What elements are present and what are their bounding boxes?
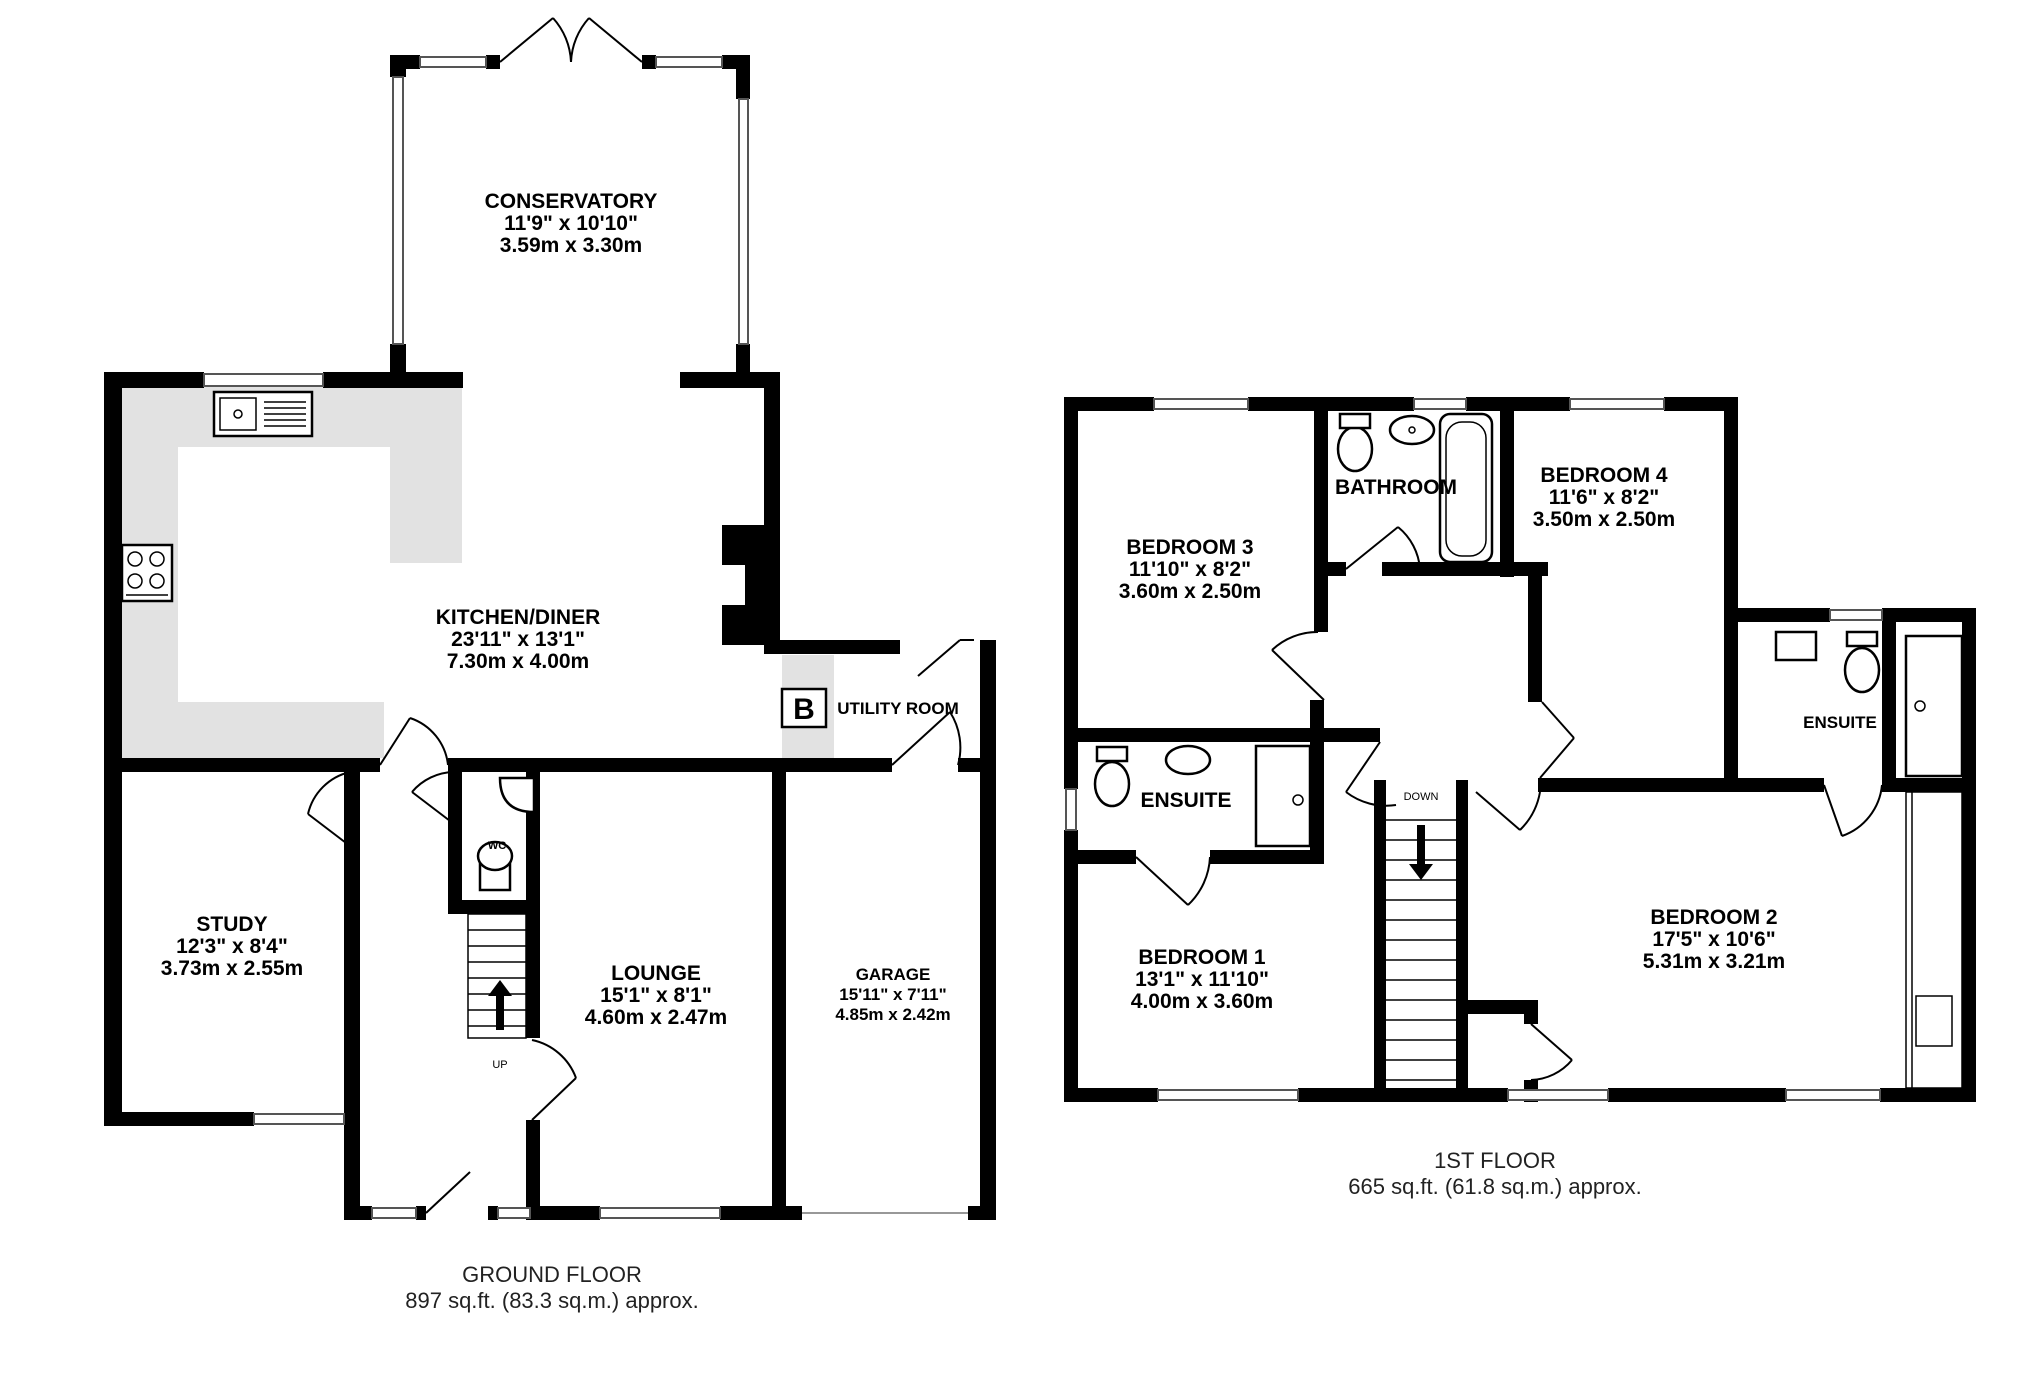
room-label-bathroom: BATHROOM [1335,476,1457,499]
svg-text:15'1" x 8'1": 15'1" x 8'1" [600,984,712,1007]
room-label-kitchen: KITCHEN/DINER 23'11" x 13'1" 7.30m x 4.0… [436,606,601,673]
first-floor-walls [1064,397,1976,1102]
room-label-bedroom3: BEDROOM 3 11'10" x 8'2" 3.60m x 2.50m [1119,536,1261,603]
wardrobe [1905,791,1963,1089]
svg-text:3.73m x 2.55m: 3.73m x 2.55m [161,957,303,980]
ground-floor-area: 897 sq.ft. (83.3 sq.m.) approx. [405,1288,698,1313]
room-label-conservatory: CONSERVATORY 11'9" x 10'10" 3.59m x 3.30… [485,190,658,257]
ensuite-1-fixtures [1093,744,1312,848]
first-floor-caption: 1ST FLOOR 665 sq.ft. (61.8 sq.m.) approx… [1348,1148,1641,1199]
svg-text:BEDROOM 3: BEDROOM 3 [1126,536,1253,559]
first-floor-title: 1ST FLOOR [1434,1148,1556,1173]
svg-text:4.60m x 2.47m: 4.60m x 2.47m [585,1006,727,1029]
basin-icon [498,776,536,814]
room-label-garage: GARAGE 15'11" x 7'11" 4.85m x 2.42m [835,965,950,1024]
basin-icon [1164,744,1212,776]
ground-floor-plan: B UP CONSERVATORY 11'9" x 10'10" 3.59m x… [104,17,996,1313]
basin-icon [1774,630,1818,662]
svg-text:15'11" x 7'11": 15'11" x 7'11" [839,985,946,1004]
svg-text:3.60m x 2.50m: 3.60m x 2.50m [1119,580,1261,603]
svg-text:4.00m x 3.60m: 4.00m x 3.60m [1131,990,1273,1013]
basin-icon [1388,414,1436,446]
svg-text:UTILITY ROOM: UTILITY ROOM [837,699,959,718]
svg-text:BATHROOM: BATHROOM [1335,476,1457,499]
svg-text:GARAGE: GARAGE [856,965,931,984]
ensuite-2-fixtures [1774,630,1964,778]
room-label-bedroom1: BEDROOM 1 13'1" x 11'10" 4.00m x 3.60m [1131,946,1273,1013]
up-arrow-icon [488,980,512,1030]
ground-floor-doors [307,639,974,1214]
toilet-icon [1093,760,1131,808]
toilet-icon [1843,646,1881,694]
boiler-label: B [793,693,815,726]
ground-floor-title: GROUND FLOOR [462,1262,642,1287]
svg-text:KITCHEN/DINER: KITCHEN/DINER [436,606,601,629]
toilet-icon [1336,425,1374,473]
svg-text:5.31m x 3.21m: 5.31m x 3.21m [1643,950,1785,973]
svg-text:BEDROOM 4: BEDROOM 4 [1540,464,1668,487]
conservatory-windows [392,56,749,345]
room-label-bedroom2: BEDROOM 2 17'5" x 10'6" 5.31m x 3.21m [1643,906,1785,973]
room-label-lounge: LOUNGE 15'1" x 8'1" 4.60m x 2.47m [585,962,727,1029]
first-floor-stairs: DOWN [1386,791,1456,1081]
svg-text:BEDROOM 1: BEDROOM 1 [1138,946,1266,969]
first-floor-plan: DOWN BEDROOM 3 11'10" x 8'2" 3.60m x 2.5… [1064,397,1976,1199]
bath-icon [1438,412,1494,564]
svg-text:BEDROOM 2: BEDROOM 2 [1650,906,1777,929]
stairs-down-label: DOWN [1404,791,1439,803]
svg-text:13'1" x 11'10": 13'1" x 11'10" [1135,968,1269,991]
svg-text:12'3" x 8'4": 12'3" x 8'4" [176,935,288,958]
svg-text:17'5" x 10'6": 17'5" x 10'6" [1652,928,1775,951]
ground-floor-windows [203,373,968,1219]
hanger-icon [1915,995,1953,1047]
ground-stairs: UP [467,913,527,1071]
first-floor-area: 665 sq.ft. (61.8 sq.m.) approx. [1348,1174,1641,1199]
room-label-utility: UTILITY ROOM [837,699,959,718]
svg-text:7.30m x 4.00m: 7.30m x 4.00m [447,650,589,673]
svg-text:CONSERVATORY: CONSERVATORY [485,190,658,213]
french-doors [499,17,643,63]
svg-text:WC: WC [488,840,506,852]
room-label-bedroom4: BEDROOM 4 11'6" x 8'2" 3.50m x 2.50m [1533,464,1675,531]
room-label-ensuite-2: ENSUITE [1803,713,1877,732]
ground-floor-caption: GROUND FLOOR 897 sq.ft. (83.3 sq.m.) app… [405,1262,698,1313]
svg-text:3.59m x 3.30m: 3.59m x 3.30m [500,234,642,257]
stairs-up-label: UP [492,1059,507,1071]
kitchen-worktop [122,385,834,758]
kitchen-fixtures [120,390,314,603]
bathroom-fixtures [1336,412,1494,564]
svg-text:4.85m x 2.42m: 4.85m x 2.42m [835,1005,950,1024]
svg-text:LOUNGE: LOUNGE [611,962,701,985]
ground-floor-walls [104,372,996,1220]
hob-icon [120,543,174,603]
svg-text:ENSUITE: ENSUITE [1140,789,1231,812]
svg-text:11'10" x 8'2": 11'10" x 8'2" [1129,558,1251,581]
first-floor-doors [1135,526,1883,1081]
svg-text:3.50m x 2.50m: 3.50m x 2.50m [1533,508,1675,531]
down-arrow-icon [1409,825,1433,880]
room-label-wc: WC [488,840,506,852]
svg-text:11'9" x 10'10": 11'9" x 10'10" [504,212,638,235]
svg-text:STUDY: STUDY [196,913,267,936]
room-label-study: STUDY 12'3" x 8'4" 3.73m x 2.55m [161,913,303,980]
first-floor-windows [1065,398,1883,1101]
room-label-ensuite-1: ENSUITE [1140,789,1231,812]
svg-text:ENSUITE: ENSUITE [1803,713,1877,732]
wc-fixtures [476,776,536,892]
svg-text:23'11" x 13'1": 23'11" x 13'1" [451,628,585,651]
boiler-icon: B [780,687,828,729]
svg-text:11'6" x 8'2": 11'6" x 8'2" [1549,486,1660,509]
